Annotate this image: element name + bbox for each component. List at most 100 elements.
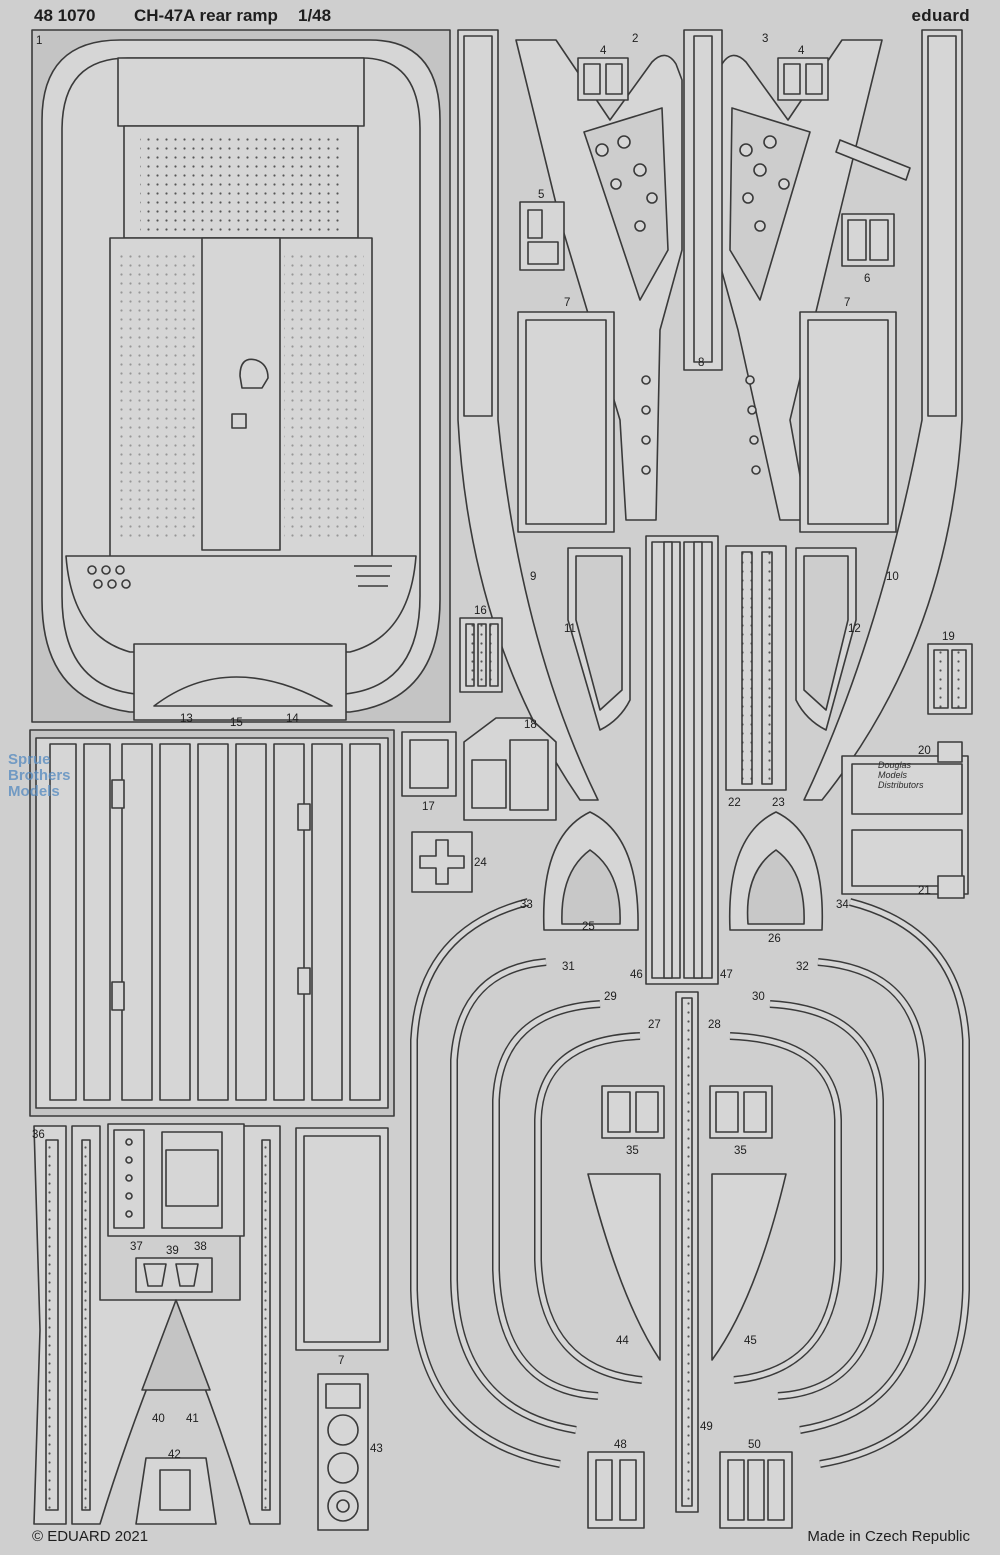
part-label: 29 <box>604 991 617 1003</box>
scale-label: 1/48 <box>298 6 332 25</box>
part-label: 7 <box>564 297 570 309</box>
part-19-grid <box>927 643 973 715</box>
part-label: 39 <box>166 1245 179 1257</box>
part-label: 42 <box>168 1449 181 1461</box>
part-39-clips <box>135 1257 213 1293</box>
part-22-23-strips <box>725 545 787 791</box>
part-17-block <box>401 731 457 797</box>
part-37-38-box <box>107 1123 245 1237</box>
brand-logo: eduard <box>911 6 970 25</box>
watermark-line: Sprue <box>8 751 51 768</box>
part-44-45-triangles <box>587 1173 787 1361</box>
part-25-26-frames <box>542 811 824 931</box>
part-4-brackets <box>577 57 829 101</box>
part-1-ramp-floor <box>31 29 451 723</box>
part-label: 3 <box>762 33 768 45</box>
part-label: 48 <box>614 1439 627 1451</box>
part-label: 11 <box>564 623 576 635</box>
part-label: 33 <box>520 899 533 911</box>
part-label: 1 <box>36 35 42 47</box>
part-11-12-panels <box>567 547 857 731</box>
part-label: 21 <box>918 885 931 897</box>
part-label: 18 <box>524 719 537 731</box>
watermark-line: Models <box>878 770 908 780</box>
part-15-floor-panel <box>29 729 395 1117</box>
part-label: 9 <box>530 571 536 583</box>
part-6-plate <box>841 213 895 267</box>
part-18-box <box>463 717 557 821</box>
watermark-right: Douglas Models Distributors <box>878 760 924 790</box>
part-label: 43 <box>370 1443 383 1455</box>
part-label: 26 <box>768 933 781 945</box>
part-label: 10 <box>886 571 899 583</box>
part-label: 20 <box>918 745 931 757</box>
part-9-side-strip <box>457 29 599 801</box>
watermark-line: Distributors <box>878 780 924 790</box>
part-24-cross <box>411 831 473 893</box>
part-label: 37 <box>130 1241 143 1253</box>
part-48-50-blocks <box>587 1451 793 1529</box>
part-label: 35 <box>734 1145 747 1157</box>
part-label: 45 <box>744 1335 757 1347</box>
part-35-blocks <box>601 1085 773 1139</box>
product-code: 48 1070 <box>34 6 96 25</box>
part-label: 12 <box>848 623 861 635</box>
part-label: 16 <box>474 605 487 617</box>
part-20-21-box <box>841 741 969 899</box>
part-label: 27 <box>648 1019 661 1031</box>
watermark-line: Brothers <box>8 767 71 784</box>
part-5-bracket <box>519 201 565 271</box>
part-label: 8 <box>698 357 704 369</box>
part-label: 44 <box>616 1335 629 1347</box>
curved-strips-right-fill <box>729 899 969 1467</box>
part-label: 23 <box>772 797 785 809</box>
part-label: 22 <box>728 797 741 809</box>
part-label: 24 <box>474 857 487 869</box>
part-label: 46 <box>630 969 643 981</box>
part-label: 49 <box>700 1421 713 1433</box>
part-3-gusset <box>715 39 911 521</box>
part-label: 40 <box>152 1413 165 1425</box>
part-36-long-strip <box>33 1125 67 1525</box>
part-label: 25 <box>582 921 595 933</box>
part-label: 36 <box>32 1129 45 1141</box>
part-label: 19 <box>942 631 955 643</box>
part-label: 30 <box>752 991 765 1003</box>
part-label: 32 <box>796 961 809 973</box>
part-43-discs <box>317 1373 369 1531</box>
part-label: 38 <box>194 1241 207 1253</box>
made-in-text: Made in Czech Republic <box>807 1528 970 1545</box>
watermark-line: Douglas <box>878 760 912 770</box>
part-number-labels: 1 2 3 4 4 5 6 7 7 7 8 9 10 11 12 13 14 1… <box>32 33 955 1461</box>
part-label: 7 <box>338 1355 344 1367</box>
part-2-gusset <box>515 39 683 521</box>
copyright-text: © EDUARD 2021 <box>32 1528 149 1545</box>
part-label: 4 <box>600 45 607 57</box>
part-10-side-strip <box>803 29 963 801</box>
part-label: 28 <box>708 1019 721 1031</box>
part-label: 15 <box>230 717 243 729</box>
part-label: 5 <box>538 189 544 201</box>
product-title: CH-47A rear ramp <box>134 6 278 25</box>
part-label: 13 <box>180 713 193 725</box>
part-16-grid <box>459 617 503 693</box>
part-label: 7 <box>844 297 850 309</box>
part-7-plates <box>295 311 897 1351</box>
part-label: 35 <box>626 1145 639 1157</box>
curved-strips-left-fill <box>411 899 643 1467</box>
part-label: 50 <box>748 1439 761 1451</box>
part-label: 34 <box>836 899 849 911</box>
part-40-41-42-ramp <box>71 1125 281 1525</box>
part-49-center-strip <box>675 991 699 1513</box>
part-label: 6 <box>864 273 870 285</box>
part-label: 2 <box>632 33 638 45</box>
part-label: 41 <box>186 1413 199 1425</box>
part-label: 14 <box>286 713 299 725</box>
part-label: 4 <box>798 45 805 57</box>
part-46-47-rails <box>645 535 719 985</box>
watermark-line: Models <box>8 783 60 800</box>
part-label: 31 <box>562 961 575 973</box>
watermark-left: Sprue Brothers Models <box>8 752 71 800</box>
part-label: 17 <box>422 801 435 813</box>
